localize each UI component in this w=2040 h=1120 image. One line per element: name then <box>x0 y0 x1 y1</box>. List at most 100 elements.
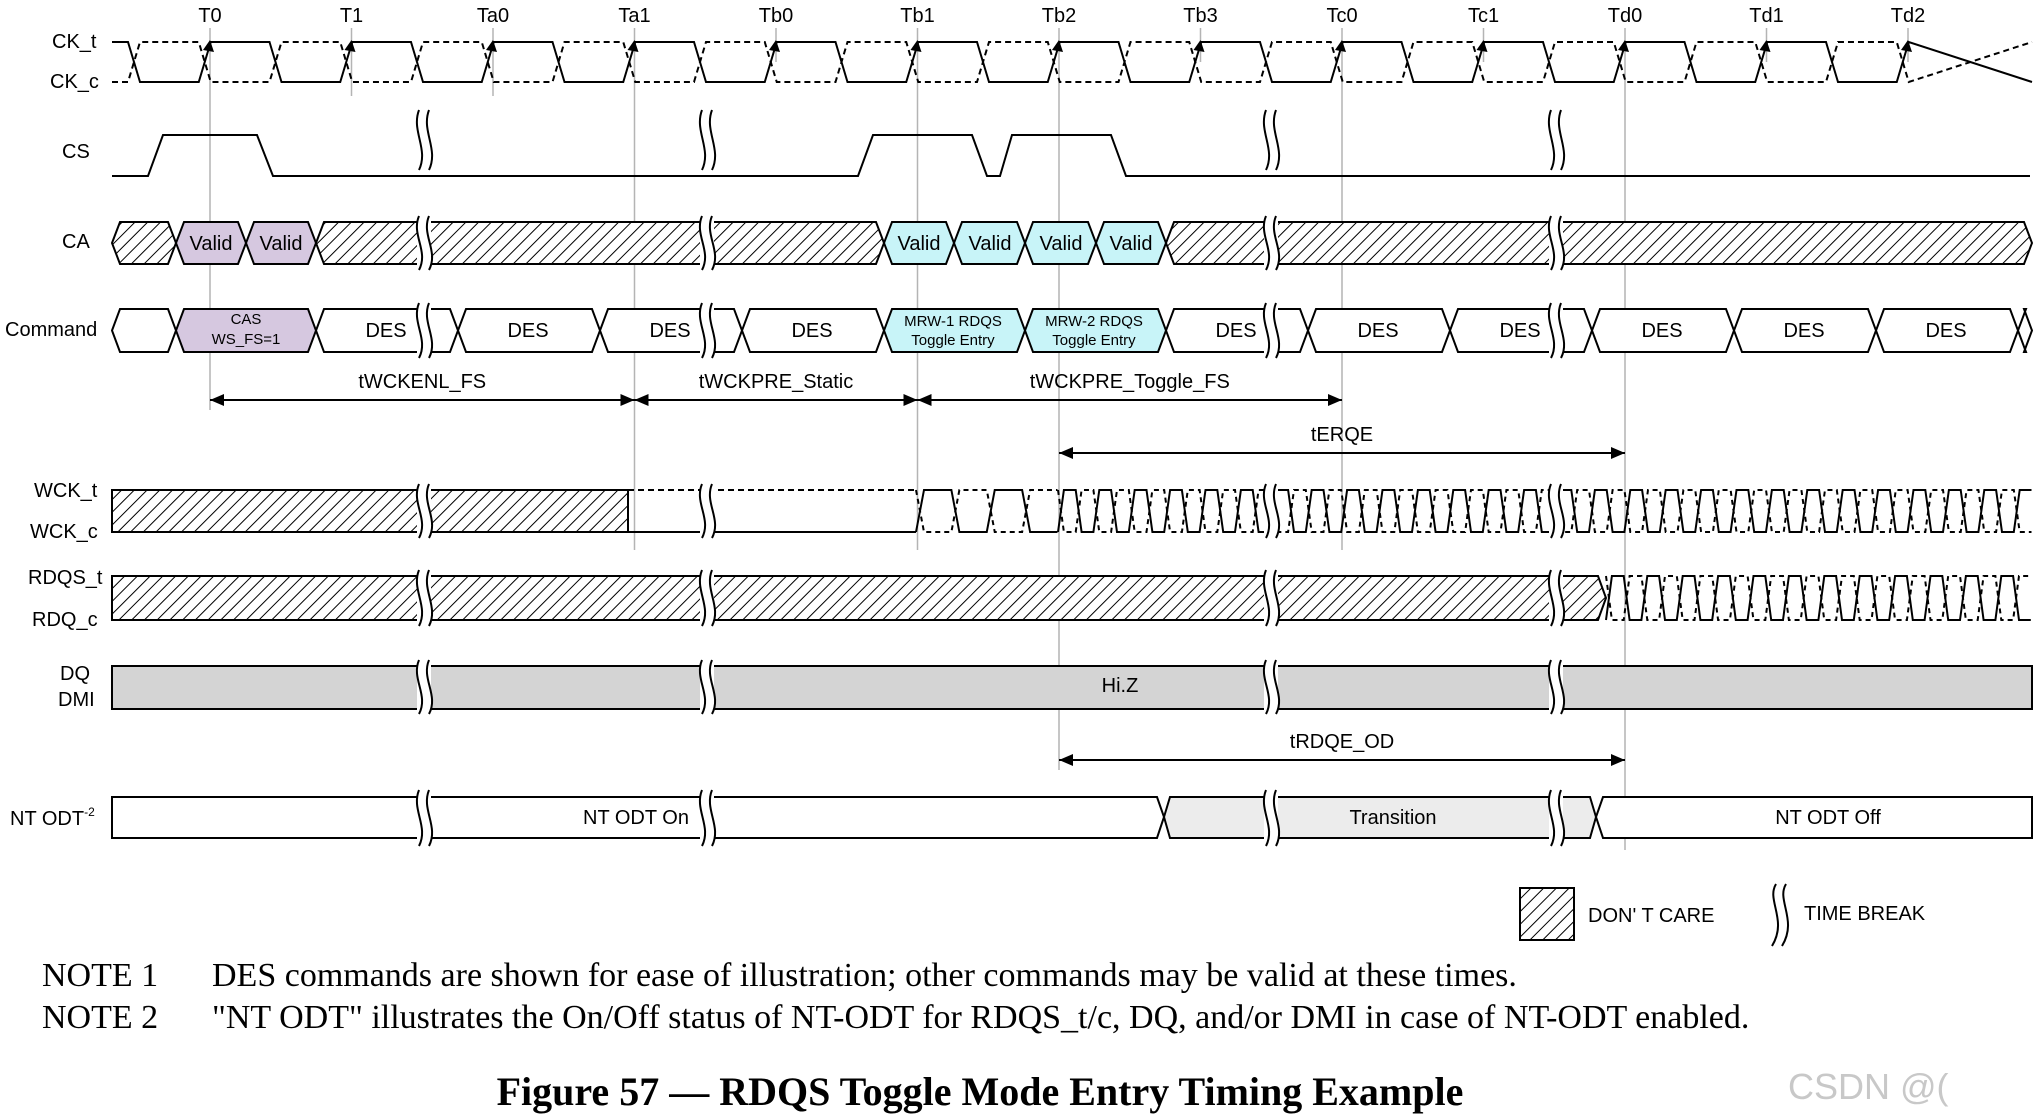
clock-label-t1: T1 <box>340 5 363 27</box>
rdqs-dont-care <box>111 575 1608 621</box>
time-break-curve <box>1547 215 1556 271</box>
time-break-curve <box>1272 569 1281 627</box>
ck-c-trace <box>112 41 2033 84</box>
twckpre-static-arrow-head-right <box>903 394 918 406</box>
time-break-curve <box>415 569 424 627</box>
time-break-curve <box>708 302 717 359</box>
label-ck-t: CK_t <box>52 31 97 53</box>
ck-rising-edge-arrow <box>486 40 497 52</box>
rdqs-toggle-true <box>1605 575 2031 621</box>
ck-t-trace <box>112 40 2033 83</box>
legend: DON' T CARE TIME BREAK <box>1519 883 1926 947</box>
time-break-curve <box>708 659 717 715</box>
time-break-curve <box>1547 302 1556 359</box>
command-des-label: DES <box>507 320 548 342</box>
command-des-label: DES <box>1783 320 1824 342</box>
time-break-curve <box>1262 109 1271 171</box>
time-break-curve <box>1272 659 1281 715</box>
twckpre-toggle-fs-arrow-label: tWCKPRE_Toggle_FS <box>1030 371 1230 393</box>
nt-odt-transition-label: Transition <box>1349 807 1436 829</box>
time-break-curve <box>1557 569 1566 627</box>
time-break-curve <box>425 483 434 539</box>
clock-label-t0: T0 <box>198 5 221 27</box>
ca-dont-care <box>110 221 178 265</box>
terqe-arrow-head-left <box>1059 447 1073 459</box>
wck-fast-toggle-complement <box>1057 489 2032 533</box>
command-mrw2-label: Toggle Entry <box>1052 332 1136 349</box>
time-break-curve <box>1547 659 1556 715</box>
trdqe-od-arrow-head-right <box>1611 754 1625 766</box>
rdqs-waveform <box>111 575 2031 621</box>
terqe-arrow: tERQE <box>1059 424 1625 459</box>
twckenl-fs-arrow-head-right <box>620 394 635 406</box>
twckpre-static-arrow-head-left <box>634 394 649 406</box>
ck-rising-edge-arrow <box>1052 40 1063 52</box>
time-break-curve <box>415 215 424 271</box>
clock-label-ta0: Ta0 <box>477 5 509 27</box>
label-ca: CA <box>62 231 90 253</box>
legend-time-break-label: TIME BREAK <box>1804 903 1926 925</box>
time-break-curve <box>1557 109 1566 171</box>
time-break-marks <box>415 109 1566 847</box>
legend-dont-care-label: DON' T CARE <box>1588 905 1714 927</box>
clock-label-tb1: Tb1 <box>900 5 934 27</box>
time-break-curve <box>415 302 424 359</box>
ck-rising-edge-arrow <box>1335 40 1346 52</box>
time-break-curve <box>1547 109 1556 171</box>
clock-label-tc1: Tc1 <box>1468 5 1499 27</box>
twckenl-fs-arrow-label: tWCKENL_FS <box>358 371 486 393</box>
ca-valid-label: Valid <box>898 233 941 255</box>
ck-rising-edge-arrow <box>1618 40 1629 52</box>
dont-care-swatch <box>1519 887 1575 941</box>
time-break-curve <box>1272 215 1281 271</box>
time-break-curve <box>1262 215 1271 271</box>
time-break-curve <box>1557 483 1566 539</box>
wck-waveform <box>111 489 2032 533</box>
time-break-curve <box>708 483 717 539</box>
time-break-curve <box>415 483 424 539</box>
time-break-curve <box>1262 659 1271 715</box>
nt-odt-bus <box>111 796 2033 839</box>
time-break-curve <box>425 659 434 715</box>
time-break-curve <box>1262 789 1271 847</box>
label-dmi: DMI <box>58 689 95 711</box>
terqe-arrow-label: tERQE <box>1311 424 1373 446</box>
clock-label-tc0: Tc0 <box>1326 5 1357 27</box>
twckenl-fs-arrow: tWCKENL_FS <box>210 371 635 406</box>
command-des-label: DES <box>365 320 406 342</box>
trdqe-od-arrow-head-left <box>1059 754 1073 766</box>
time-break-curve <box>1272 789 1281 847</box>
label-command: Command <box>5 319 97 341</box>
ck-rising-edge-arrow <box>1901 40 1912 52</box>
time-break-curve <box>708 569 717 627</box>
clock-label-td2: Td2 <box>1891 5 1925 27</box>
clock-label-tb3: Tb3 <box>1183 5 1217 27</box>
time-break-curve <box>425 109 434 171</box>
time-break-curve <box>698 659 707 715</box>
time-break-icon <box>1771 883 1789 947</box>
time-break-curve <box>698 789 707 847</box>
time-break-curve <box>708 109 717 171</box>
time-break-curve <box>1272 483 1281 539</box>
time-break-curve <box>698 109 707 171</box>
label-rdqs-t: RDQS_t <box>28 567 103 589</box>
command-des-label: DES <box>791 320 832 342</box>
time-break-curve <box>698 483 707 539</box>
twckpre-toggle-fs-arrow: tWCKPRE_Toggle_FS <box>917 371 1342 406</box>
terqe-arrow-head-right <box>1611 447 1625 459</box>
watermark: CSDN @( <box>1788 1066 1949 1107</box>
clock-label-tb0: Tb0 <box>759 5 793 27</box>
time-break-curve <box>1557 789 1566 847</box>
time-break-curve <box>698 302 707 359</box>
time-break-curve <box>1547 789 1556 847</box>
time-break-curve <box>1262 483 1271 539</box>
ck-rising-edge-arrow <box>1193 40 1205 52</box>
label-dq: DQ <box>60 663 90 685</box>
label-rdq-c: RDQ_c <box>32 609 98 631</box>
trdqe-od-arrow: tRDQE_OD <box>1059 731 1625 766</box>
label-nt-odt: NT ODT-2 <box>10 805 95 830</box>
